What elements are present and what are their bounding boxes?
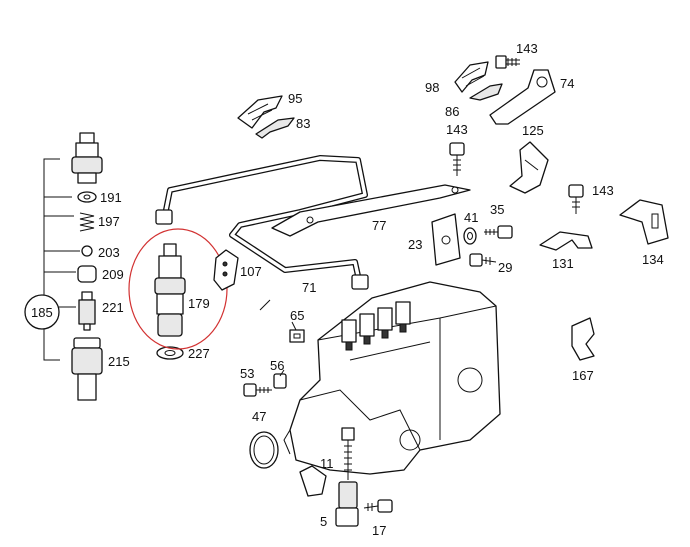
- label-35: 35: [490, 202, 504, 217]
- label-197: 197: [98, 214, 120, 229]
- delivery-valves: [341, 301, 411, 351]
- injection-pipe-71: [155, 155, 369, 290]
- bolt-143-middle: [449, 142, 465, 176]
- label-191: 191: [100, 190, 122, 205]
- bracket-23: [431, 213, 461, 266]
- assembly-bracket-185: [43, 158, 80, 361]
- label-134: 134: [642, 252, 664, 267]
- label-95: 95: [288, 91, 302, 106]
- label-53: 53: [240, 366, 254, 381]
- bolt-53: [243, 383, 272, 397]
- spacer-209: [77, 265, 97, 283]
- label-131: 131: [552, 256, 574, 271]
- bracket-131: [539, 231, 593, 251]
- highlight-circle: [128, 228, 228, 350]
- label-77: 77: [372, 218, 386, 233]
- label-209: 209: [102, 267, 124, 282]
- bolt-35: [484, 225, 513, 239]
- assembly-circle-185: [24, 294, 60, 330]
- stud-11: [341, 427, 355, 480]
- pipe-clamp-95-83: [237, 95, 295, 139]
- bracket-134: [619, 199, 669, 245]
- bolt-17: [363, 499, 393, 513]
- label-107: 107: [240, 264, 262, 279]
- label-185: 185: [31, 305, 53, 320]
- pipe-bracket-77: [271, 184, 471, 237]
- label-125: 125: [522, 123, 544, 138]
- label-143-top: 143: [516, 41, 538, 56]
- cover-65: [289, 329, 305, 343]
- label-215: 215: [108, 354, 130, 369]
- spring-197: [79, 212, 95, 232]
- label-83: 83: [296, 116, 310, 131]
- label-56: 56: [270, 358, 284, 373]
- nozzle-221: [78, 291, 96, 331]
- label-5: 5: [320, 514, 327, 529]
- nozzle-holder-top: [71, 132, 103, 184]
- label-41: 41: [464, 210, 478, 225]
- label-11: 11: [320, 456, 334, 471]
- injector-179: [154, 243, 186, 337]
- label-74: 74: [560, 76, 574, 91]
- bolt-29: [469, 253, 497, 267]
- label-17: 17: [372, 523, 386, 538]
- washer-227: [156, 346, 184, 360]
- nut-5: [335, 481, 359, 527]
- label-203: 203: [98, 245, 120, 260]
- part-56: [273, 373, 287, 389]
- lever-74: [489, 69, 556, 125]
- bracket-125: [509, 141, 549, 194]
- label-143-middle: 143: [446, 122, 468, 137]
- label-167: 167: [572, 368, 594, 383]
- clip-107: [213, 249, 239, 291]
- label-29: 29: [498, 260, 512, 275]
- washer-41: [463, 227, 477, 245]
- label-71: 71: [302, 280, 316, 295]
- clip-167: [571, 317, 595, 361]
- pipe-clamp-98-86: [454, 61, 503, 101]
- mount-foot: [299, 465, 327, 497]
- washer-191: [77, 191, 97, 203]
- nozzle-nut-215: [71, 337, 103, 401]
- label-179: 179: [188, 296, 210, 311]
- label-221: 221: [102, 300, 124, 315]
- bolt-143-right: [568, 184, 584, 214]
- label-143-right: 143: [592, 183, 614, 198]
- label-98: 98: [425, 80, 439, 95]
- o-ring-47: [249, 431, 279, 469]
- bolt-143-top: [495, 55, 520, 69]
- pin-203: [81, 245, 93, 257]
- label-47: 47: [252, 409, 266, 424]
- label-65: 65: [290, 308, 304, 323]
- label-227: 227: [188, 346, 210, 361]
- label-86: 86: [445, 104, 459, 119]
- label-23: 23: [408, 237, 422, 252]
- leader-lines: [259, 299, 297, 377]
- callout-labels: 143 98 74 86 95 83 143 125 143 191 197 2…: [24, 41, 664, 538]
